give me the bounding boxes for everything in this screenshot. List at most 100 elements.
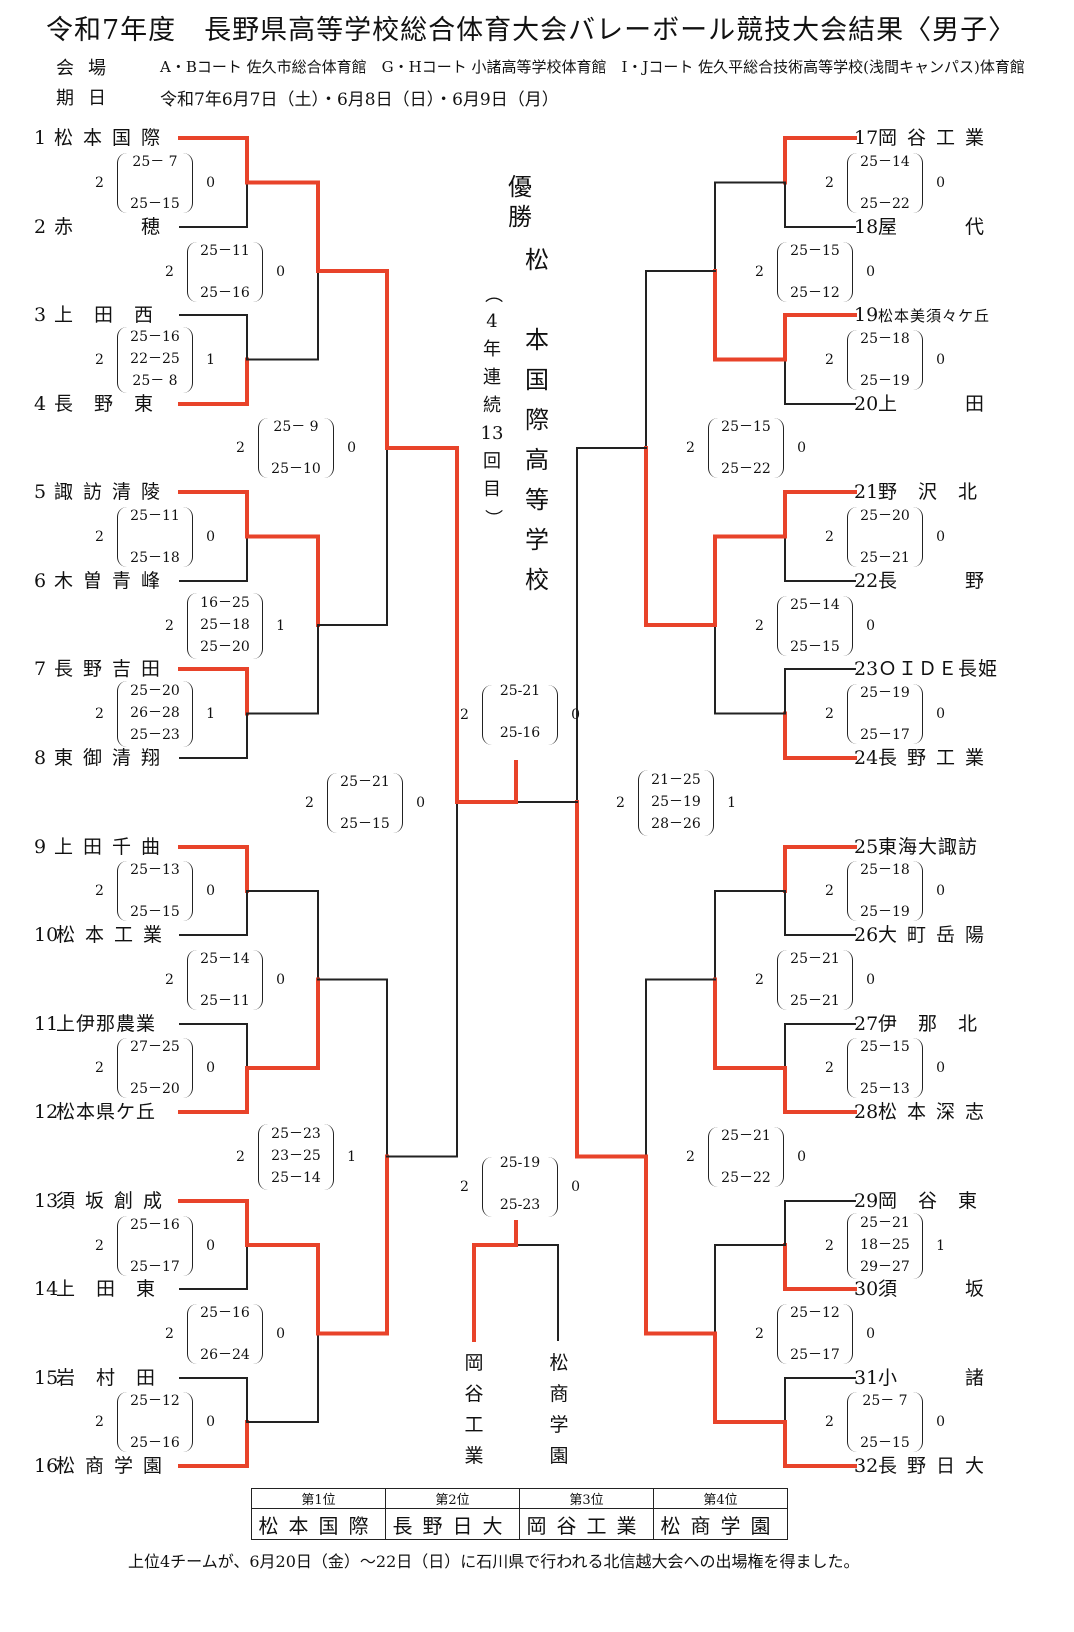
set-score: 25－15 xyxy=(860,1039,910,1055)
team-seed-number: 3 xyxy=(34,304,47,326)
set-score: 25－20 xyxy=(130,1081,180,1097)
team-name: 松本工業 xyxy=(56,924,173,946)
team-31: 31小 諸 xyxy=(854,1366,1000,1390)
set-score: 16－25 xyxy=(200,595,250,611)
set-score: 25－18 xyxy=(860,862,910,878)
score-brackets xyxy=(482,685,558,745)
team-seed-number: 12 xyxy=(34,1101,59,1123)
sets-lost: 0 xyxy=(936,175,945,191)
set-score: 25－15 xyxy=(340,816,390,832)
set-score: 29－27 xyxy=(860,1259,910,1275)
champion-label-char: 優 xyxy=(508,173,532,201)
team-seed-number: 16 xyxy=(34,1455,59,1477)
team-seed-number: 31 xyxy=(854,1367,879,1389)
team-name: 上伊那農業 xyxy=(56,1013,157,1035)
team-18: 18屋 代 xyxy=(854,215,1000,239)
team-name: 大町岳陽 xyxy=(878,924,995,946)
team-30: 30須 坂 xyxy=(854,1277,1000,1301)
team-seed-number: 7 xyxy=(34,658,47,680)
team-name: 岩 村 田 xyxy=(56,1367,157,1389)
team-name: ＯＩＤＥ長姫 xyxy=(878,658,999,680)
sets-won: 2 xyxy=(95,352,104,368)
date-row: 期日 令和7年6月7日（土）・6月8日（日）・6月9日（月） xyxy=(56,84,559,110)
team-seed-number: 28 xyxy=(854,1101,879,1123)
third-place-left-char: 工 xyxy=(464,1414,484,1436)
sets-won: 2 xyxy=(95,706,104,722)
score-brackets xyxy=(777,1304,853,1364)
team-name: 諏訪清陵 xyxy=(54,481,171,503)
sets-won: 2 xyxy=(165,972,174,988)
team-seed-number: 24 xyxy=(854,747,879,769)
team-seed-number: 30 xyxy=(854,1278,879,1300)
team-name: 岡谷工業 xyxy=(878,127,995,149)
team-seed-number: 32 xyxy=(854,1455,879,1477)
team-29: 29岡 谷 東 xyxy=(854,1189,1000,1213)
team-20: 20上 田 xyxy=(854,392,1000,416)
set-score: 25－21 xyxy=(860,1215,910,1231)
sets-won: 2 xyxy=(95,175,104,191)
set-score: 25－15 xyxy=(130,196,180,212)
team-seed-number: 8 xyxy=(34,747,47,769)
champion-name-char: 松 xyxy=(525,246,549,274)
team-name: 上田千曲 xyxy=(54,836,171,858)
sets-lost: 0 xyxy=(206,175,215,191)
champion-note-char: 回 xyxy=(483,451,501,472)
sets-lost: 0 xyxy=(206,529,215,545)
team-15: 15岩 村 田 xyxy=(34,1366,178,1390)
set-score: 25－11 xyxy=(130,508,180,524)
team-seed-number: 15 xyxy=(34,1367,59,1389)
set-score: 25－19 xyxy=(860,904,910,920)
set-score: 25－19 xyxy=(860,685,910,701)
team-23: 23ＯＩＤＥ長姫 xyxy=(854,657,1000,681)
sets-won: 2 xyxy=(755,972,764,988)
set-score: 25－13 xyxy=(860,1081,910,1097)
team-22: 22長 野 xyxy=(854,569,1000,593)
team-12: 12松本県ケ丘 xyxy=(34,1100,178,1124)
sets-won: 2 xyxy=(460,707,469,723)
score-brackets xyxy=(638,770,714,836)
set-score: 25－19 xyxy=(860,373,910,389)
set-score: 25－12 xyxy=(790,285,840,301)
rank-team: 松本国際 xyxy=(251,1508,386,1540)
sets-lost: 0 xyxy=(936,1414,945,1430)
set-score: 25－ 7 xyxy=(132,154,178,170)
rank-place: 第4位 xyxy=(653,1488,788,1509)
ranking-table: 第1位第2位第3位第4位 松本国際長野日大岡谷工業松商学園 xyxy=(251,1488,788,1540)
set-score: 25-16 xyxy=(499,725,541,741)
score-brackets xyxy=(187,593,263,659)
venue-label: 会場 xyxy=(56,58,120,79)
set-score: 25－14 xyxy=(200,951,250,967)
set-score: 25－21 xyxy=(721,1128,771,1144)
set-score: 25－18 xyxy=(200,617,250,633)
champion-note-char: 目 xyxy=(483,479,501,500)
third-place-left-char: 岡 xyxy=(464,1352,484,1374)
sets-won: 2 xyxy=(825,352,834,368)
team-21: 21野 沢 北 xyxy=(854,480,1000,504)
team-name: 屋 代 xyxy=(878,216,995,238)
rank-place: 第2位 xyxy=(385,1488,520,1509)
sets-won: 2 xyxy=(305,795,314,811)
set-score: 18－25 xyxy=(860,1237,910,1253)
team-seed-number: 21 xyxy=(854,481,879,503)
score-brackets xyxy=(187,950,263,1010)
score-brackets xyxy=(847,1392,923,1452)
sets-won: 2 xyxy=(165,618,174,634)
set-score: 25－16 xyxy=(130,1217,180,1233)
team-seed-number: 22 xyxy=(854,570,879,592)
footer-note: 上位4チームが、6月20日（金）～22日（日）に石川県で行われる北信越大会への出… xyxy=(128,1552,860,1571)
champion-note-char: 4 xyxy=(486,311,498,332)
third-place-right-char: 商 xyxy=(549,1383,569,1405)
team-name: 上 田 xyxy=(878,393,995,415)
champion-note-char: 続 xyxy=(483,395,501,416)
set-score: 26－28 xyxy=(130,705,180,721)
team-28: 28松本深志 xyxy=(854,1100,1000,1124)
date-label: 期日 xyxy=(56,88,120,109)
team-seed-number: 4 xyxy=(34,393,47,415)
